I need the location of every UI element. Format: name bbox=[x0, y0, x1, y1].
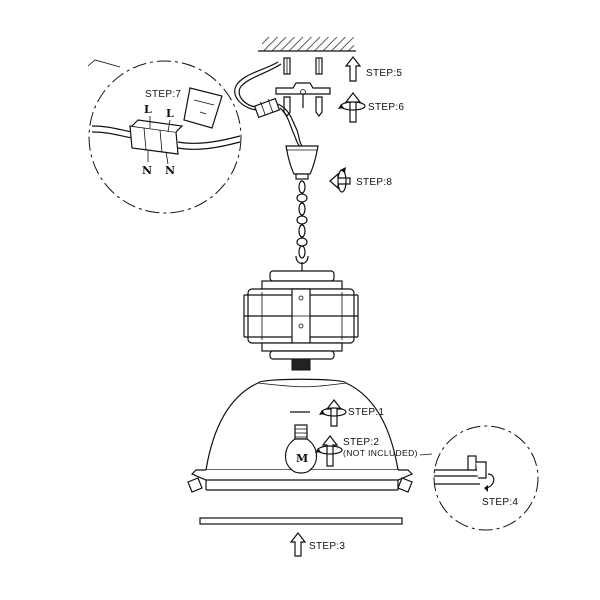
neutral-left-label: N bbox=[142, 164, 152, 177]
rotate-arrow-icon bbox=[329, 167, 351, 193]
step5-label: STEP:5 bbox=[366, 68, 402, 79]
mounting-bracket bbox=[275, 82, 331, 95]
step2-note: (NOT INCLUDED) bbox=[343, 448, 418, 458]
canopy bbox=[285, 145, 319, 180]
light-bulb bbox=[285, 424, 317, 474]
bracket-screws bbox=[283, 96, 323, 117]
wall-plugs bbox=[283, 57, 323, 75]
step3-label: STEP:3 bbox=[309, 541, 345, 552]
step4-label: STEP:4 bbox=[482, 497, 518, 508]
rotate-arrow-icon bbox=[338, 92, 366, 123]
up-arrow-icon bbox=[289, 532, 307, 557]
step6-label: STEP:6 bbox=[368, 102, 404, 113]
step8-label: STEP:8 bbox=[356, 177, 392, 188]
ceiling bbox=[258, 37, 356, 52]
lamp-cage bbox=[243, 270, 359, 360]
up-arrow-icon bbox=[344, 56, 362, 82]
step1-label: STEP:1 bbox=[348, 407, 384, 418]
live-left-label: L bbox=[144, 103, 152, 116]
terminal-block-small bbox=[253, 97, 281, 119]
neutral-right-label: N bbox=[165, 164, 175, 177]
step2-label: STEP:2 bbox=[343, 437, 379, 448]
supply-cable bbox=[234, 61, 282, 111]
threaded-neck bbox=[291, 358, 311, 371]
glass-diffuser bbox=[199, 517, 403, 525]
chain bbox=[295, 180, 309, 272]
bulb-mark: M bbox=[296, 452, 308, 465]
rotate-arrow-icon bbox=[315, 435, 343, 467]
step7-label: STEP:7 bbox=[145, 89, 181, 100]
step7-wiring-detail bbox=[87, 59, 242, 214]
rotate-arrow-icon bbox=[319, 399, 347, 427]
live-right-label: L bbox=[166, 107, 174, 120]
step4-clip-detail bbox=[433, 425, 539, 531]
